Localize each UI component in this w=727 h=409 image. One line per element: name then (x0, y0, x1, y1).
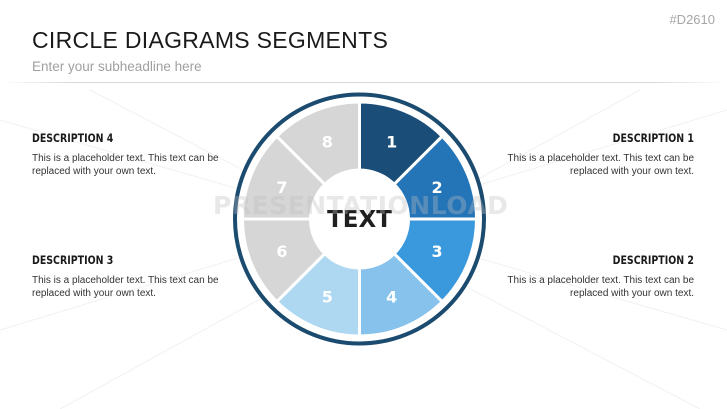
segment-7-label: 7 (276, 178, 287, 197)
slide-title[interactable]: CIRCLE DIAGRAMS SEGMENTS (32, 27, 389, 53)
watermark-text: PRESENTATIONLOAD (213, 191, 509, 220)
description-2-text: This is a placeholder text. This text ca… (507, 275, 694, 299)
segment-4-label: 4 (386, 288, 397, 307)
segment-3-label: 3 (432, 242, 443, 261)
description-2[interactable]: DESCRIPTION 2 This is a placeholder text… (504, 253, 694, 300)
header-divider (0, 82, 727, 83)
description-2-title: DESCRIPTION 2 (612, 253, 694, 267)
slide-subtitle[interactable]: Enter your subheadline here (32, 59, 202, 74)
description-4-text: This is a placeholder text. This text ca… (32, 153, 219, 177)
watermark-logo: PRESENTATIONLOAD (213, 191, 508, 220)
description-3-title: DESCRIPTION 3 (32, 253, 114, 267)
segment-1-label: 1 (386, 132, 397, 151)
segment-6-label: 6 (276, 242, 287, 261)
segment-5-label: 5 (322, 288, 333, 307)
segment-8-label: 8 (322, 132, 333, 151)
slide-id-tag: #D2610 (669, 12, 715, 27)
center-text[interactable]: TEXT (327, 207, 392, 233)
segment-2-label: 2 (432, 178, 443, 197)
description-3[interactable]: DESCRIPTION 3 This is a placeholder text… (32, 253, 222, 300)
description-3-text: This is a placeholder text. This text ca… (32, 275, 219, 299)
description-1-title: DESCRIPTION 1 (612, 131, 694, 145)
description-4[interactable]: DESCRIPTION 4 This is a placeholder text… (32, 131, 222, 178)
description-1-text: This is a placeholder text. This text ca… (507, 153, 694, 177)
description-4-title: DESCRIPTION 4 (32, 131, 114, 145)
description-1[interactable]: DESCRIPTION 1 This is a placeholder text… (504, 131, 694, 178)
center-circle (310, 169, 409, 269)
